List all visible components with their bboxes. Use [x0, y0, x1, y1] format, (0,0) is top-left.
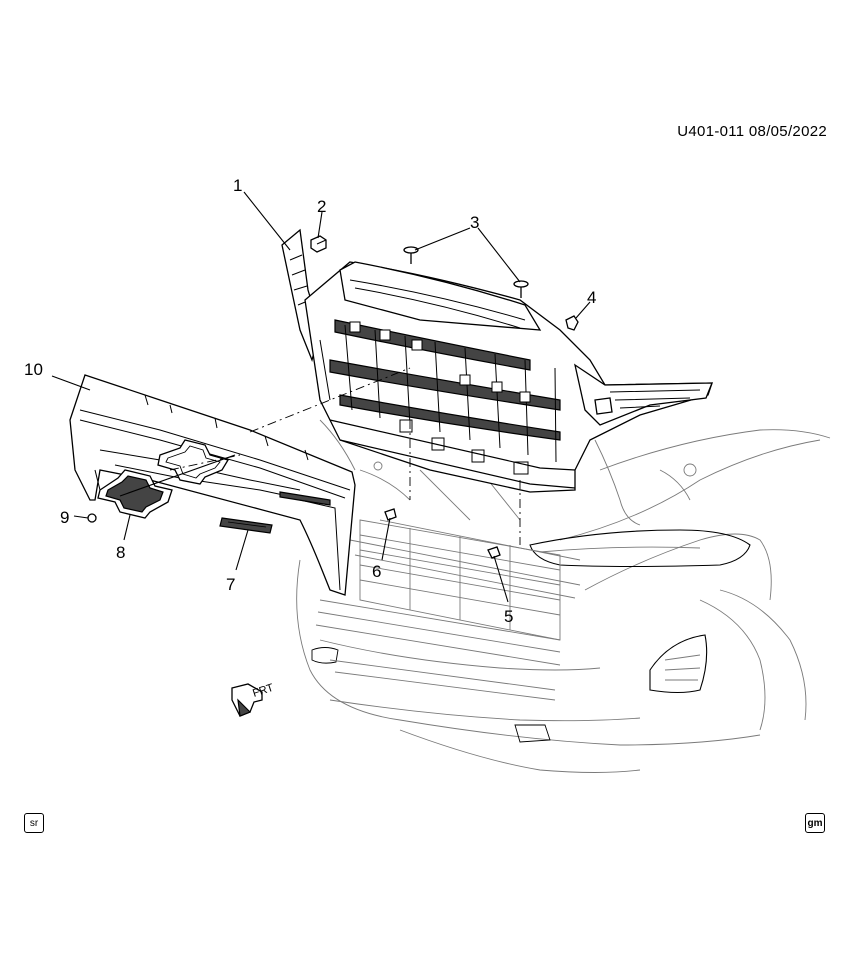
part-8-emblem [97, 469, 173, 519]
part-5-retainer [487, 546, 501, 559]
part-3-push-pins [403, 246, 529, 298]
callout-10: 10 [24, 360, 43, 379]
front-direction-arrow: FRT [231, 682, 275, 717]
part-2-nut [310, 235, 327, 253]
front-direction-label: FRT [251, 682, 275, 700]
callout-labels: 1 2 3 4 5 6 7 8 9 10 [24, 176, 596, 626]
part-4-clip [565, 315, 579, 331]
part-7-nameplate [219, 517, 273, 534]
callout-6: 6 [372, 562, 381, 581]
callout-9: 9 [60, 508, 69, 527]
callout-3: 3 [470, 213, 479, 232]
callout-1: 1 [233, 176, 242, 195]
part-10-grille-fascia [69, 374, 356, 596]
diagram-reference-code: U401-011 08/05/2022 [677, 123, 827, 140]
callout-2: 2 [317, 197, 326, 216]
part-9-fastener [87, 513, 97, 523]
vehicle-front-end [296, 419, 831, 773]
gm-logo-badge: gm [805, 813, 825, 833]
callout-8: 8 [116, 543, 125, 562]
sr-badge: sr [24, 813, 44, 833]
callout-5: 5 [504, 607, 513, 626]
callout-7: 7 [226, 575, 235, 594]
callout-4: 4 [587, 288, 596, 307]
part-6-retainer [384, 508, 397, 521]
part-1-grille-frame [281, 228, 713, 493]
leader-lines [51, 191, 591, 603]
